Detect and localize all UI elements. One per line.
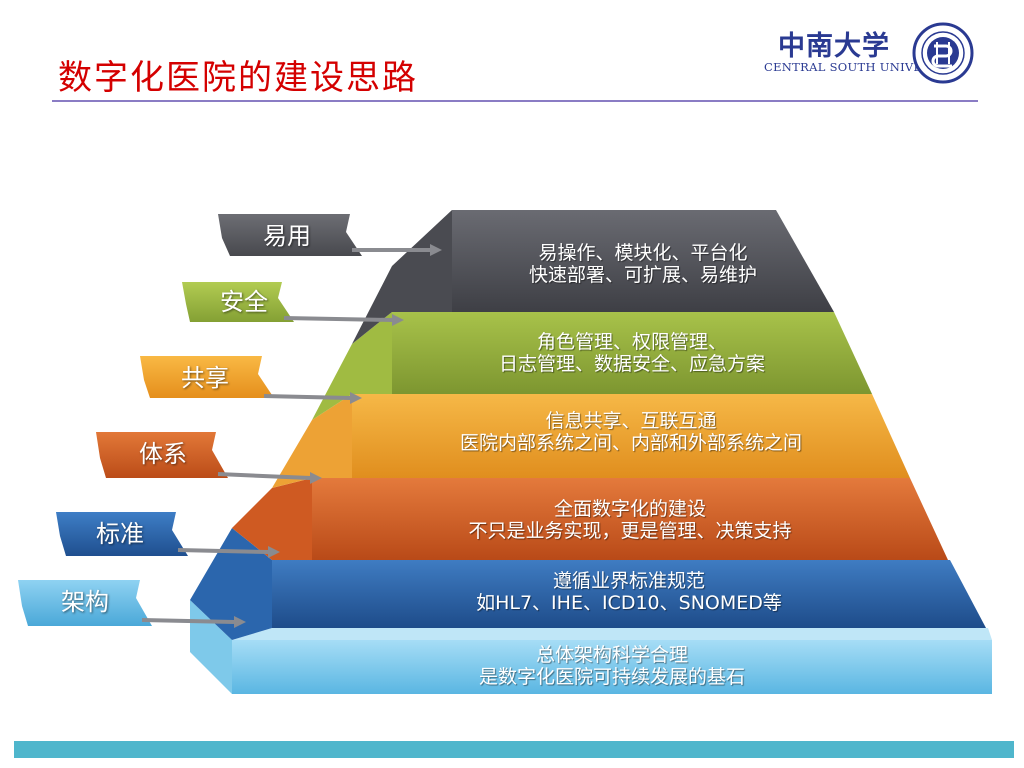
layer-text-standard-line2: 如HL7、IHE、ICD10、SNOMED等 (476, 592, 782, 614)
layer-share-front (352, 394, 910, 478)
arrow-icon (350, 392, 362, 404)
university-logo: 中南大学 CENTRAL SOUTH UNIVERSITY (760, 20, 982, 86)
tag-easy (218, 214, 442, 256)
tag-system (96, 432, 322, 484)
arrow-icon (392, 314, 404, 326)
layer-architecture (190, 600, 992, 694)
layer-text-standard-line1: 遵循业界标准规范 (552, 570, 705, 592)
layer-text-architecture-line2: 是数字化医院可持续发展的基石 (478, 666, 745, 688)
layer-text-system-line1: 全面数字化的建设 (553, 498, 706, 520)
layer-text-easy-line2: 快速部署、可扩展、易维护 (528, 264, 757, 286)
arrow-icon (268, 546, 280, 558)
slide-title: 数字化医院的建设思路 (58, 58, 418, 98)
arrow-icon (310, 472, 322, 484)
layer-architecture-top (232, 628, 992, 640)
layer-text-standard: 遵循业界标准规范 如HL7、IHE、ICD10、SNOMED等 (272, 570, 986, 614)
tag-label-architecture: 架构 (61, 588, 109, 616)
layer-text-security-line2: 日志管理、数据安全、应急方案 (498, 353, 765, 375)
tag-label-security: 安全 (220, 288, 268, 316)
pyramid-diagram (18, 210, 992, 694)
layer-text-easy-line1: 易操作、模块化、平台化 (538, 242, 748, 264)
logo-chinese-name: 中南大学 (778, 31, 890, 62)
layer-text-system: 全面数字化的建设 不只是业务实现，更是管理、决策支持 (312, 498, 948, 542)
layer-architecture-side (190, 600, 232, 694)
university-seal-icon (912, 22, 974, 84)
layer-easy-front (452, 210, 834, 312)
layer-security-side (312, 312, 392, 420)
layer-standard-side (190, 528, 272, 640)
layer-system (232, 478, 948, 560)
layer-easy (352, 210, 834, 344)
layer-security-front (392, 312, 872, 394)
layer-text-architecture: 总体架构科学合理 是数字化医院可持续发展的基石 (232, 644, 992, 688)
arrow-icon (234, 616, 246, 628)
layer-text-security-line1: 角色管理、权限管理、 (536, 331, 727, 353)
arrow-icon (430, 244, 442, 256)
layer-standard (190, 528, 986, 640)
layer-share (272, 394, 910, 488)
layer-text-easy: 易操作、模块化、平台化 快速部署、可扩展、易维护 (452, 242, 834, 286)
layer-standard-front (272, 560, 986, 628)
tag-standard (56, 512, 280, 558)
layer-text-system-line2: 不只是业务实现，更是管理、决策支持 (468, 520, 792, 542)
layer-easy-side (352, 210, 452, 344)
tag-label-easy: 易用 (263, 222, 311, 250)
tag-label-share: 共享 (181, 364, 229, 392)
layer-text-architecture-line1: 总体架构科学合理 (535, 644, 688, 666)
layer-architecture-front (232, 640, 992, 694)
footer-bar (14, 741, 1014, 758)
layer-text-share: 信息共享、互联互通 医院内部系统之间、内部和外部系统之间 (352, 410, 910, 454)
logo-english-name: CENTRAL SOUTH UNIVERSITY (764, 60, 961, 74)
layer-text-security: 角色管理、权限管理、 日志管理、数据安全、应急方案 (392, 331, 872, 375)
layer-text-share-line1: 信息共享、互联互通 (545, 410, 717, 432)
layer-share-side (272, 394, 352, 488)
layer-system-side (232, 478, 312, 560)
layer-text-share-line2: 医院内部系统之间、内部和外部系统之间 (459, 432, 802, 454)
tag-share (140, 356, 362, 404)
title-divider (52, 100, 978, 102)
layer-system-front (312, 478, 948, 560)
tag-security (182, 282, 404, 326)
tag-label-system: 体系 (139, 440, 187, 468)
layer-security (312, 312, 872, 420)
tag-architecture (18, 580, 246, 628)
tag-label-standard: 标准 (96, 520, 144, 548)
